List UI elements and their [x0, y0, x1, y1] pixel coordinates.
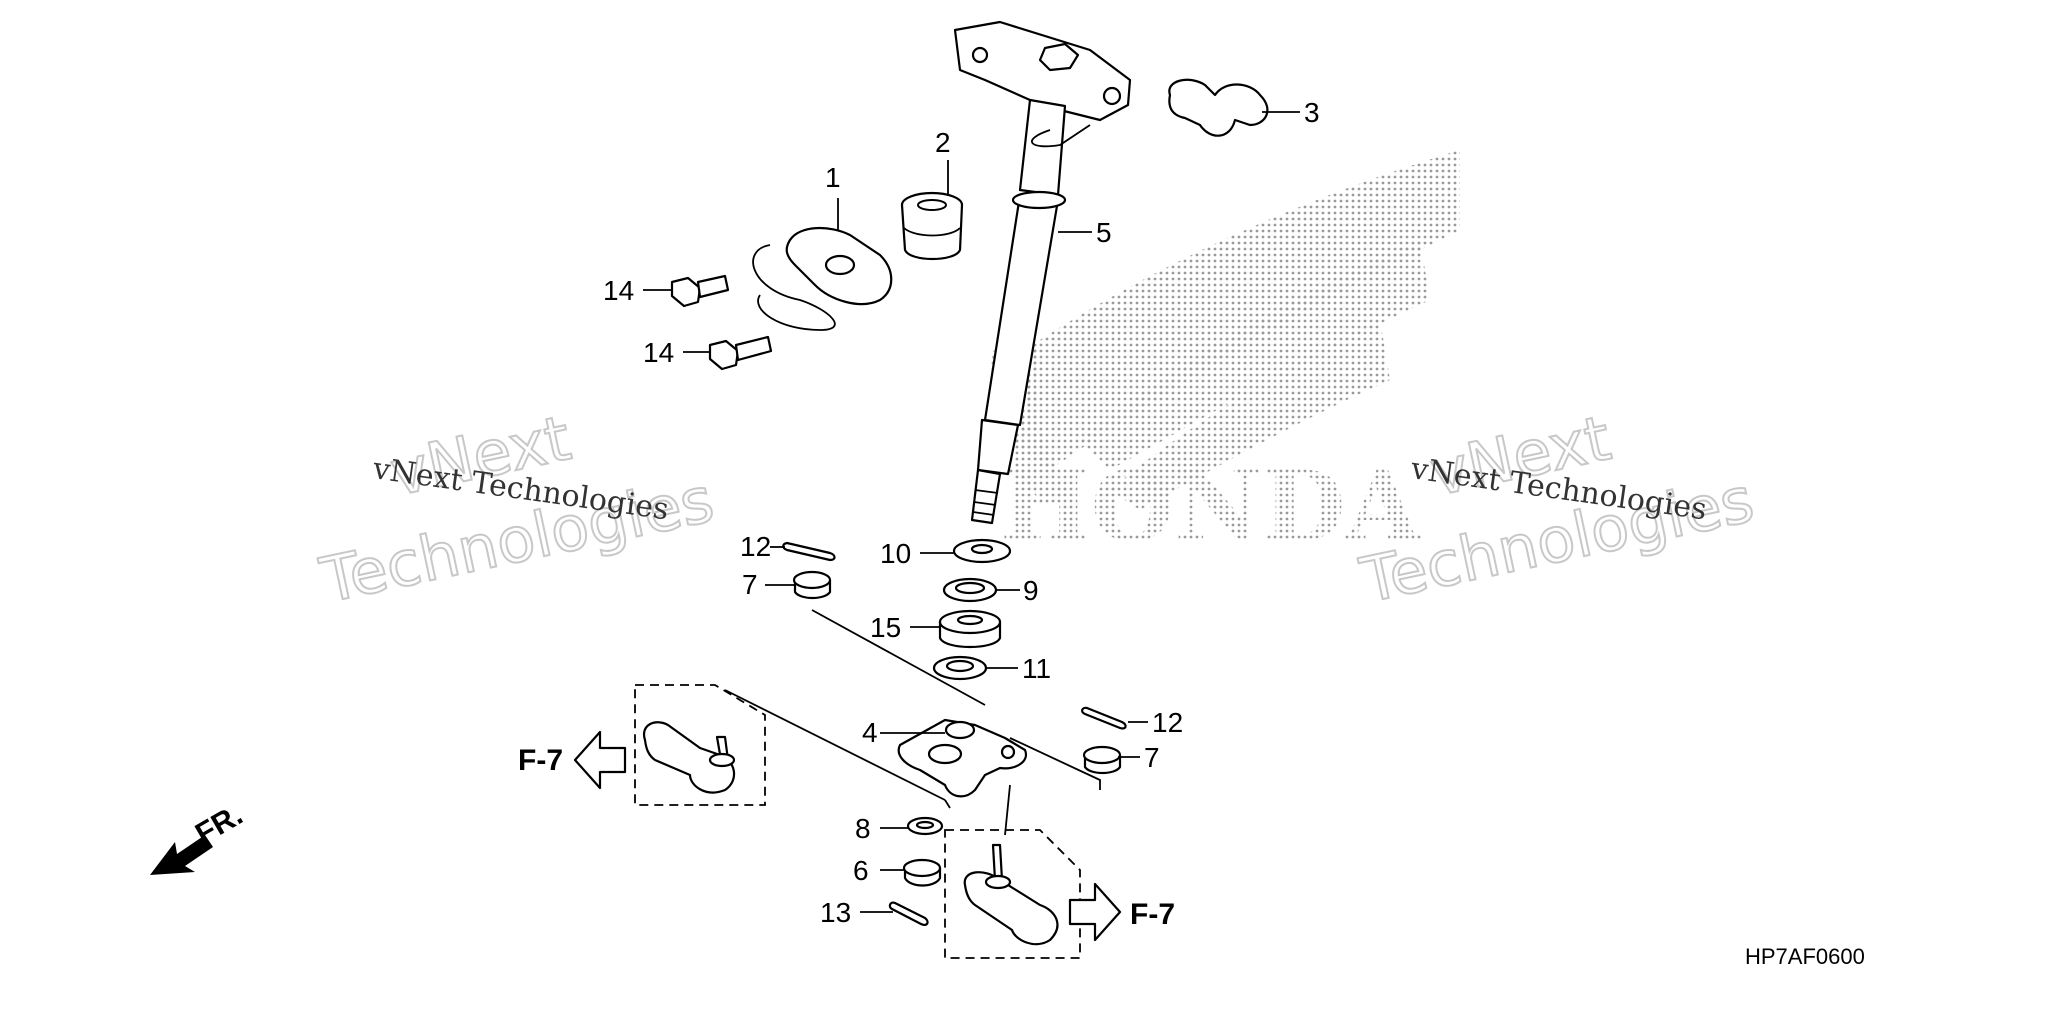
- callout-14-upper: 14: [603, 275, 634, 306]
- tie-rod-end-left: [642, 721, 736, 794]
- callout-13: 13: [820, 897, 851, 928]
- callout-7-left: 7: [742, 569, 758, 600]
- callout-11: 11: [1022, 653, 1051, 684]
- part-13-cotter-pin: [888, 901, 929, 926]
- callout-7-right: 7: [1144, 742, 1160, 773]
- part-3-clamp: [1168, 78, 1269, 137]
- steering-shaft: [953, 20, 1132, 525]
- assembly-line-nut-right: [1009, 737, 1101, 790]
- part-2-bush: [900, 191, 964, 260]
- tie-rod-box-left: [634, 684, 766, 806]
- part-7-nut-left: [792, 570, 832, 600]
- part-12-cotter-pin-right: [1081, 706, 1127, 730]
- part-7-nut-right: [1082, 745, 1122, 775]
- front-direction-indicator: FR.: [150, 798, 248, 875]
- part-6-nut: [902, 858, 942, 887]
- callout-9: 9: [1023, 575, 1039, 606]
- callout-1: 1: [825, 162, 841, 193]
- ref-label-left: F-7: [518, 744, 563, 777]
- callout-8: 8: [855, 813, 871, 844]
- callout-3: 3: [1304, 97, 1320, 128]
- callout-12-left: 12: [740, 531, 771, 562]
- callout-6: 6: [853, 855, 869, 886]
- diagram-code: HP7AF0600: [1745, 944, 1865, 969]
- arrow-right-hollow-icon: [1068, 882, 1122, 942]
- ref-label-right: F-7: [1130, 898, 1175, 931]
- callout-2: 2: [935, 127, 951, 158]
- part-14-bolt-upper: [670, 274, 730, 308]
- assembly-line-tierod-right: [1004, 784, 1011, 836]
- callout-12-right: 12: [1152, 707, 1183, 738]
- front-arrow-icon: [150, 835, 213, 875]
- assembly-line-arm-left: [944, 799, 951, 809]
- part-14-bolt-lower: [708, 335, 773, 371]
- part-9-seal: [942, 577, 998, 603]
- callout-5: 5: [1096, 217, 1112, 248]
- part-8-washer: [906, 816, 944, 836]
- part-15-bearing: [938, 609, 1002, 648]
- honda-wing-logo: [990, 150, 1460, 510]
- assembly-line-nut-left: [811, 609, 986, 706]
- callout-10: 10: [880, 538, 911, 569]
- assembly-line-tierod-left: [724, 689, 946, 801]
- part-1-holder: [752, 226, 893, 331]
- callout-4: 4: [862, 717, 878, 748]
- part-10-bearing: [952, 538, 1012, 564]
- arrow-left-hollow-icon: [573, 730, 627, 790]
- honda-brand-text: HONDA: [1000, 450, 1421, 563]
- part-11-seal: [932, 655, 988, 681]
- leader-lines: [643, 111, 1300, 913]
- tie-rod-end-right: [963, 843, 1059, 946]
- callout-15: 15: [870, 612, 901, 643]
- part-12-cotter-pin-left: [782, 541, 836, 562]
- part-4-pitman-arm: [897, 718, 1028, 798]
- callout-14-lower: 14: [643, 337, 674, 368]
